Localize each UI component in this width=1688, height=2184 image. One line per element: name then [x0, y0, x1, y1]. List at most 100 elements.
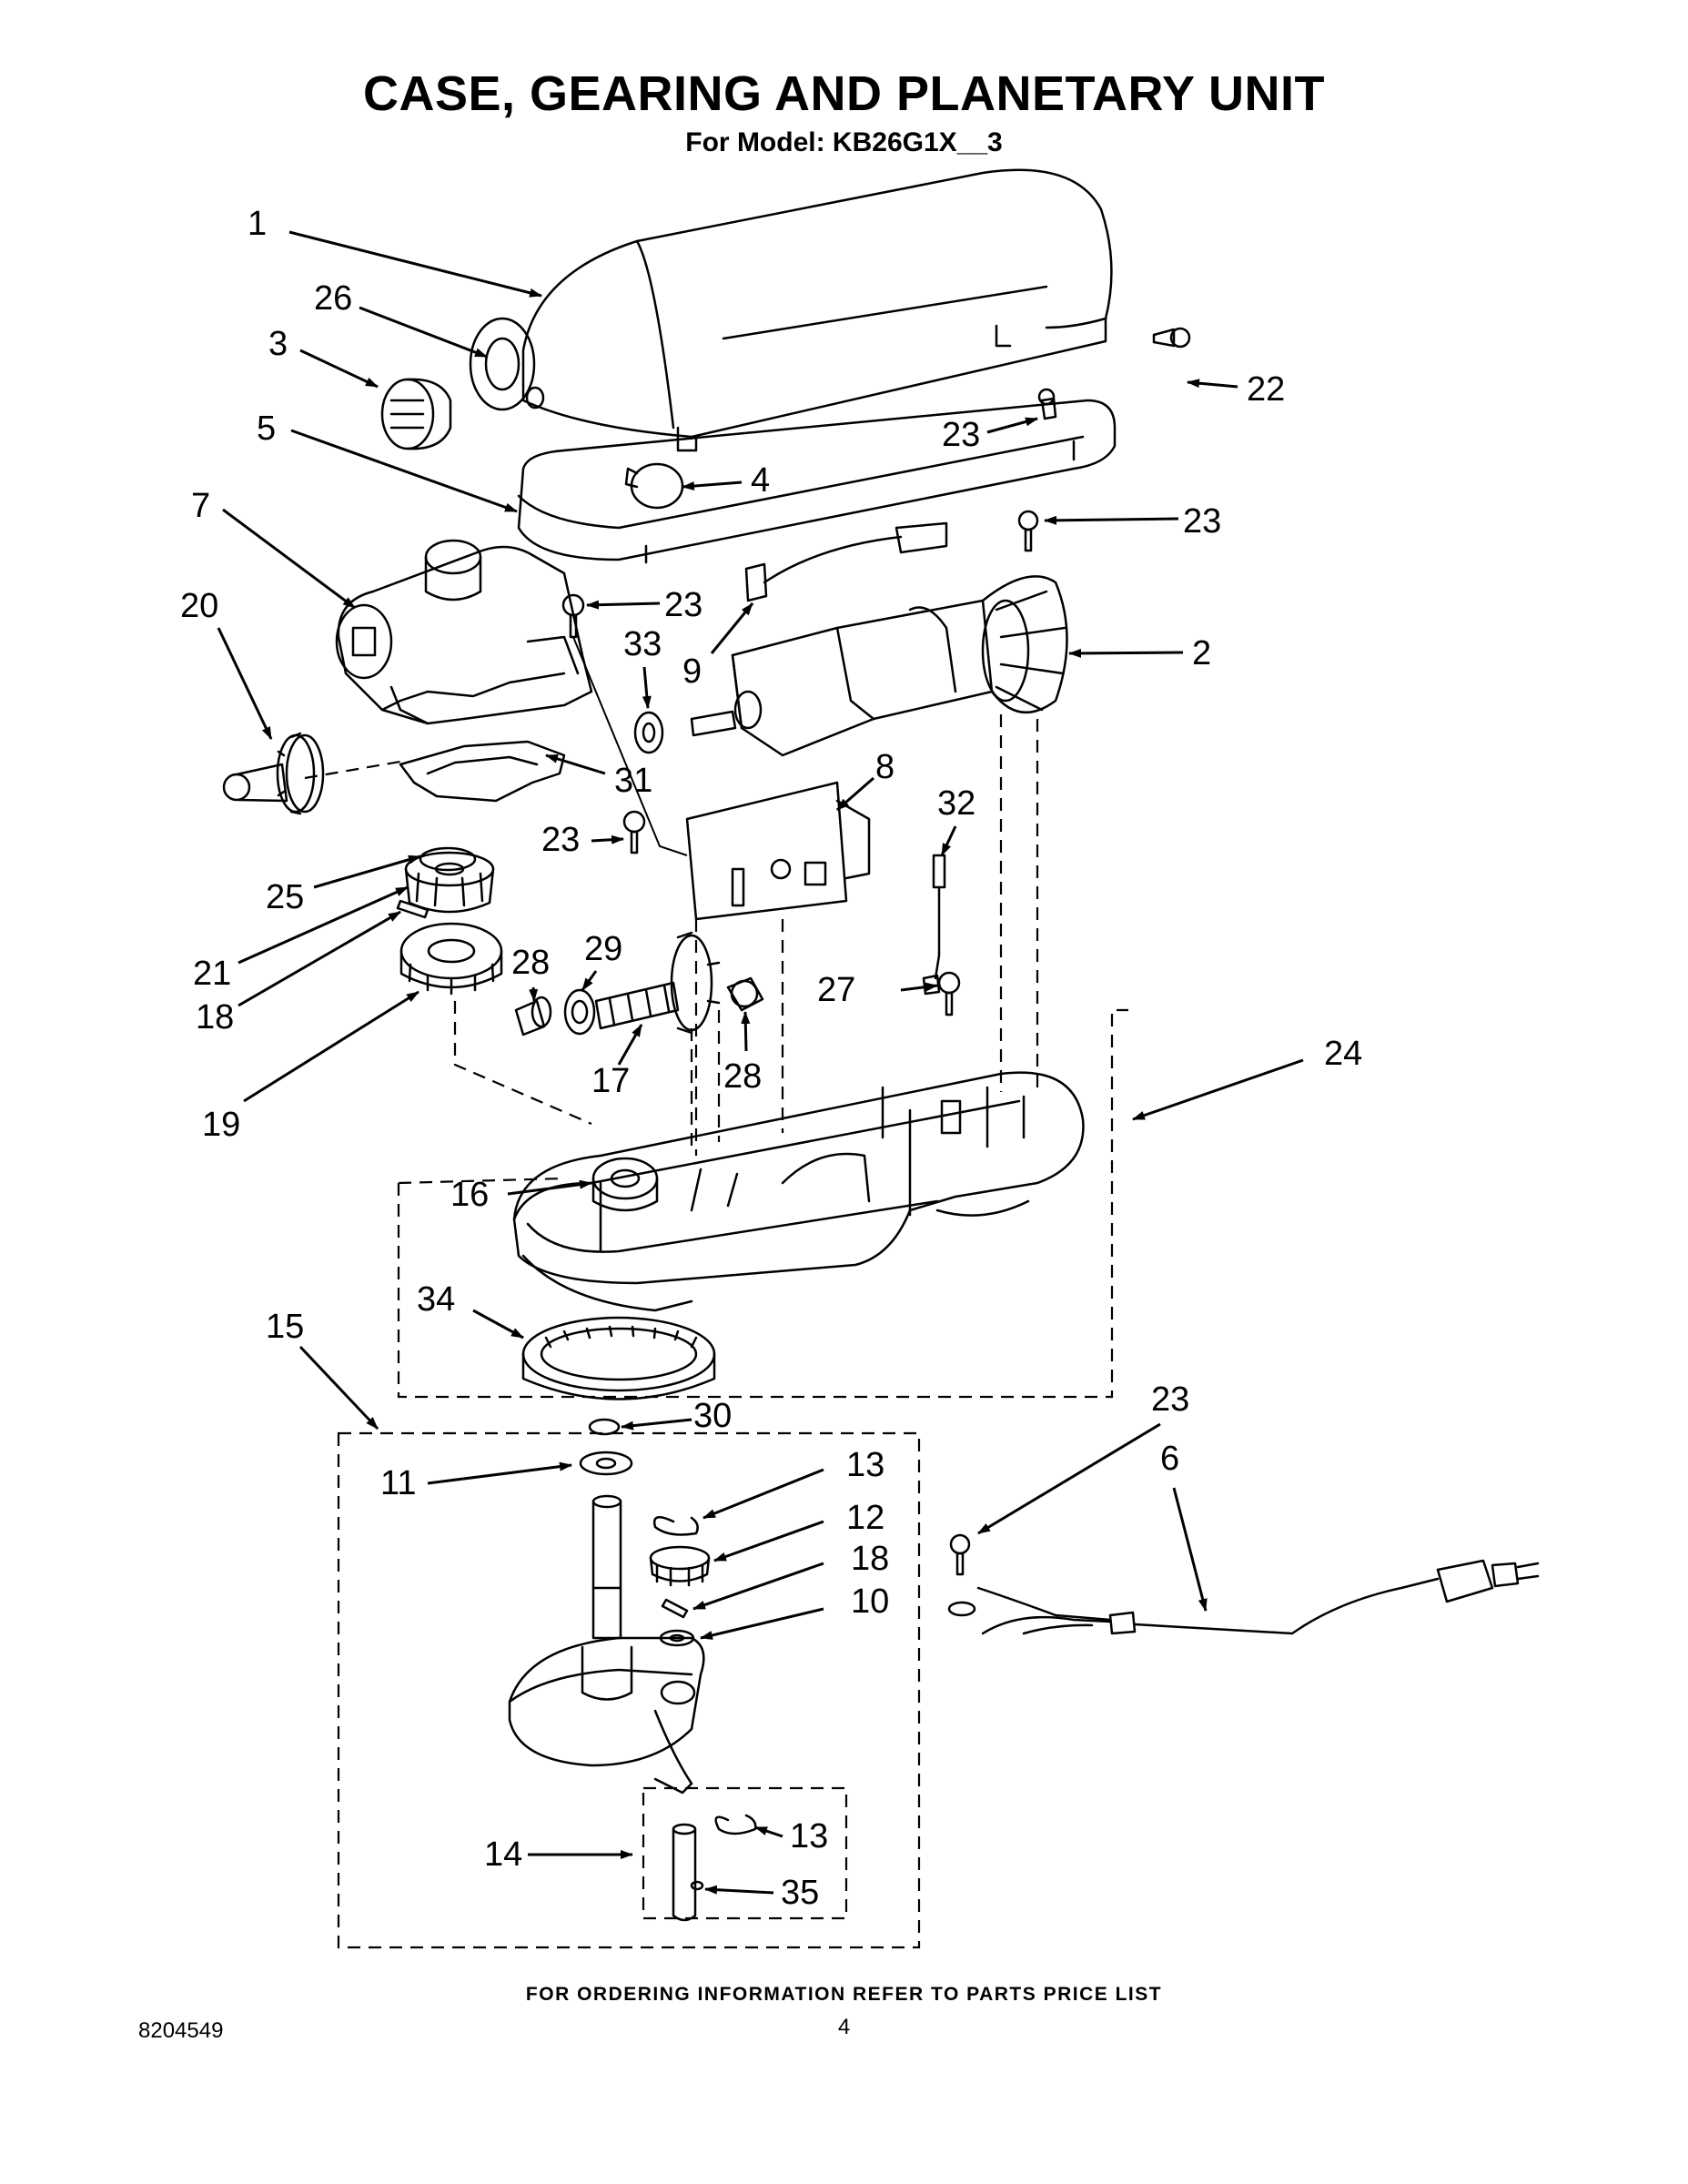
callout-arrow-18a	[238, 910, 401, 1007]
callout-arrow-8	[836, 776, 874, 812]
callout-label-28b: 28	[723, 1057, 762, 1096]
page-title: CASE, GEARING AND PLANETARY UNIT	[362, 66, 1326, 121]
washer	[633, 711, 664, 754]
retaining-ring-14	[714, 1814, 757, 1835]
callout-arrow-34	[472, 1309, 524, 1340]
callout-label-28a: 28	[511, 944, 550, 982]
callout-arrow-23b	[1044, 515, 1179, 525]
motor-housing-cover	[521, 168, 1113, 452]
callout-label-5: 5	[257, 410, 276, 448]
callout-arrow-20	[217, 627, 273, 740]
callout-arrow-10	[700, 1607, 824, 1640]
callout-label-4: 4	[751, 461, 770, 500]
bevel-gear	[404, 851, 495, 914]
callout-label-14: 14	[484, 1835, 522, 1874]
callout-label-24: 24	[1324, 1035, 1362, 1073]
drive-shaft-gear	[222, 732, 325, 815]
screw-23-board	[622, 810, 646, 854]
callout-arrow-24	[1132, 1058, 1304, 1121]
worm-gear	[399, 922, 503, 996]
callout-label-26: 26	[314, 279, 352, 318]
callout-label-6: 6	[1160, 1440, 1179, 1478]
screw-23-upper	[1037, 388, 1057, 420]
callout-label-22: 22	[1247, 370, 1285, 409]
callout-label-33: 33	[623, 625, 662, 663]
callout-arrow-9	[710, 602, 754, 654]
shaft-pin	[690, 1880, 704, 1891]
power-cord	[976, 1559, 1540, 1635]
callout-label-23e: 23	[1151, 1380, 1189, 1419]
callout-arrow-23a	[986, 417, 1038, 434]
housing-bushing	[469, 317, 545, 411]
callout-label-13a: 13	[846, 1446, 884, 1484]
callout-arrow-23d	[591, 834, 624, 844]
callout-label-18a: 18	[196, 998, 234, 1036]
callout-arrow-16	[507, 1179, 592, 1196]
callout-arrow-6	[1172, 1487, 1208, 1612]
callout-arrow-4	[682, 480, 743, 490]
retaining-ring-13	[652, 1515, 699, 1536]
document-number: 8204549	[138, 2018, 224, 2043]
callout-label-19: 19	[202, 1106, 240, 1144]
callout-label-11: 11	[380, 1464, 416, 1502]
callout-label-34: 34	[417, 1280, 455, 1319]
callout-arrow-28a	[529, 986, 539, 1002]
wire-lead	[922, 854, 946, 996]
callout-arrow-12	[713, 1520, 824, 1562]
callout-arrow-11	[427, 1461, 572, 1485]
guide-line-shaft	[453, 1001, 592, 1126]
callout-label-23b: 23	[1183, 502, 1221, 541]
planetary-pinion-gear	[649, 1545, 711, 1587]
model-subtitle: For Model: KB26G1X__3	[685, 127, 1003, 157]
callout-arrow-13b	[754, 1825, 783, 1838]
pin-lower	[661, 1598, 689, 1619]
ring-gear	[521, 1316, 716, 1400]
locking-screw	[624, 462, 684, 510]
callout-label-32: 32	[937, 784, 975, 823]
callout-arrow-31	[545, 753, 606, 775]
retaining-ring-upper	[419, 846, 477, 872]
callout-arrow-15	[298, 1345, 379, 1431]
motor-assembly	[690, 575, 1068, 757]
gasket	[399, 740, 566, 803]
callout-arrow-19	[243, 990, 419, 1103]
callout-label-12: 12	[846, 1499, 884, 1537]
hub-cap	[380, 378, 452, 450]
callout-label-9: 9	[682, 652, 702, 691]
callout-arrow-33	[642, 666, 652, 709]
callout-label-10: 10	[851, 1582, 889, 1621]
callout-arrow-17	[617, 1024, 643, 1066]
callout-label-23c: 23	[664, 586, 702, 624]
control-board	[685, 781, 871, 921]
callout-label-7: 7	[191, 487, 210, 525]
callout-arrow-29	[581, 970, 598, 991]
callout-label-23a: 23	[942, 416, 980, 454]
guide-line-gear-housing	[304, 760, 401, 780]
clip	[588, 1418, 621, 1436]
callout-label-20: 20	[180, 587, 218, 625]
gear-case-group-outline-top	[398, 1177, 565, 1185]
callout-label-21: 21	[193, 955, 231, 993]
callout-arrow-2	[1068, 648, 1184, 658]
callout-arrow-23c	[586, 600, 661, 610]
callout-arrow-27	[900, 982, 938, 992]
callout-arrow-21	[238, 885, 409, 965]
terminal-block	[744, 521, 948, 602]
callout-label-15: 15	[266, 1308, 304, 1346]
callout-arrow-30	[621, 1418, 692, 1431]
screw-23-cord	[947, 1533, 976, 1617]
callout-arrow-35	[704, 1885, 774, 1895]
callout-arrow-1	[288, 230, 542, 298]
guide-line-board	[694, 919, 784, 1156]
callout-arrow-18b	[692, 1562, 824, 1611]
trim-band	[517, 399, 1117, 564]
callout-label-27: 27	[817, 971, 855, 1009]
ordering-note: FOR ORDERING INFORMATION REFER TO PARTS …	[525, 1984, 1163, 2005]
thrust-washer	[579, 1451, 633, 1476]
callout-label-8: 8	[875, 748, 895, 786]
callout-arrow-28b	[741, 1011, 751, 1052]
screw-leader-board	[572, 636, 688, 856]
callout-arrow-23e	[977, 1422, 1161, 1535]
planetary-unit	[508, 1494, 705, 1795]
